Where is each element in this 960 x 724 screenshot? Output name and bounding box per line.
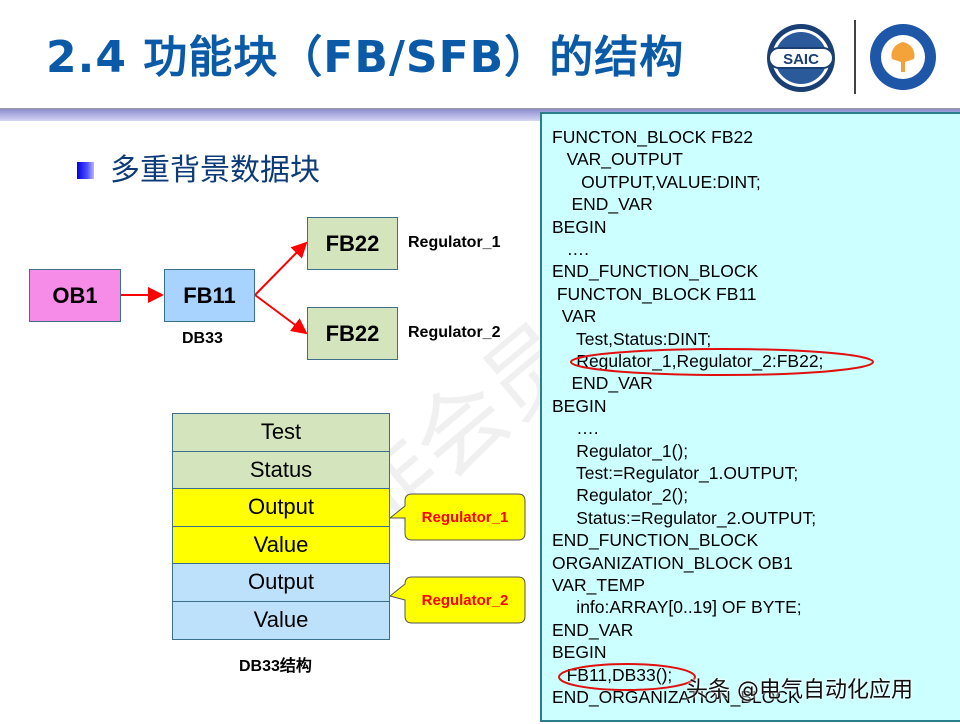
fb22-block-bottom: FB22 (307, 307, 398, 360)
code-line: Regulator_1,Regulator_2:FB22; (552, 351, 824, 371)
section-subtitle: 多重背景数据块 (110, 153, 320, 188)
saic-logo: SAIC (767, 24, 835, 92)
code-line: ORGANIZATION_BLOCK OB1 (552, 552, 793, 573)
fb11-block: FB11 (164, 269, 255, 322)
code-line: info:ARRAY[0..19] OF BYTE; (552, 597, 802, 618)
arrow-fb11-to-fb22-top (254, 241, 308, 296)
ginkgo-leaf-icon (891, 42, 915, 72)
code-line: Regulator_1(); (552, 440, 689, 461)
code-line: …. (552, 239, 589, 259)
regulator-1-label: Regulator_1 (408, 234, 501, 251)
code-line: BEGIN (552, 395, 607, 416)
code-line: END_VAR (552, 194, 653, 215)
code-line: END_ORGANIZATION_BLOCK (552, 687, 800, 707)
db33-structure-table: Test Status Output Value Output Value (172, 413, 390, 640)
code-line: Test,Status:DINT; (552, 328, 712, 349)
fb11-instance-db-label: DB33 (182, 330, 223, 347)
slide-title: 2.4 功能块（FB/SFB）的结构 (46, 32, 685, 83)
db-row-reg1-output: Output (173, 489, 389, 527)
arrow-fb11-to-fb22-bottom (254, 294, 308, 335)
highlight-ellipse-fb11-call (558, 663, 696, 691)
regulator-2-label: Regulator_2 (408, 324, 501, 341)
code-line: END_VAR (552, 373, 653, 394)
callout-regulator-2: Regulator_2 (421, 592, 509, 609)
db33-structure-caption: DB33结构 (239, 658, 312, 675)
db-row-test: Test (173, 414, 389, 452)
code-line: VAR_TEMP (552, 575, 646, 595)
code-line: OUTPUT,VALUE:DINT; (552, 171, 761, 192)
db-row-reg1-value: Value (173, 526, 389, 564)
bullet-square-icon (77, 162, 94, 179)
code-line: FB11,DB33(); (552, 664, 673, 685)
db-row-reg2-output: Output (173, 564, 389, 602)
logo-divider (854, 20, 856, 94)
code-line: VAR (552, 306, 597, 327)
fb22-block-top: FB22 (307, 217, 398, 270)
code-line: FUNCTON_BLOCK FB22 (552, 127, 753, 147)
code-line: Regulator_2(); (552, 485, 689, 506)
code-line: BEGIN (552, 216, 607, 237)
callout-bubble-regulator-1 (388, 493, 526, 541)
training-centre-logo (870, 24, 936, 90)
callout-bubble-regulator-2 (388, 576, 526, 624)
db-row-status: Status (173, 451, 389, 489)
code-line: END_FUNCTION_BLOCK (552, 261, 759, 282)
highlight-ellipse-regulator-declaration (570, 348, 874, 376)
callout-regulator-1: Regulator_1 (421, 509, 509, 526)
saic-logo-text: SAIC (783, 51, 819, 68)
code-listing-panel: FUNCTON_BLOCK FB22 VAR_OUTPUT OUTPUT,VAL… (540, 112, 960, 722)
code-line: VAR_OUTPUT (552, 149, 683, 170)
db-row-reg2-value: Value (173, 601, 389, 639)
code-line: END_FUNCTION_BLOCK (552, 530, 759, 551)
code-line: FUNCTON_BLOCK FB11 (552, 283, 757, 304)
code-highlights (558, 348, 874, 691)
code-line: END_VAR (552, 619, 634, 640)
code-line: Status:=Regulator_2.OUTPUT; (552, 507, 817, 528)
code-line: Test:=Regulator_1.OUTPUT; (552, 463, 799, 483)
code-line: …. (552, 418, 599, 439)
source-watermark: 头条 @电气自动化应用 (686, 678, 913, 703)
code-line: BEGIN (552, 642, 607, 663)
ob1-block: OB1 (29, 269, 121, 322)
